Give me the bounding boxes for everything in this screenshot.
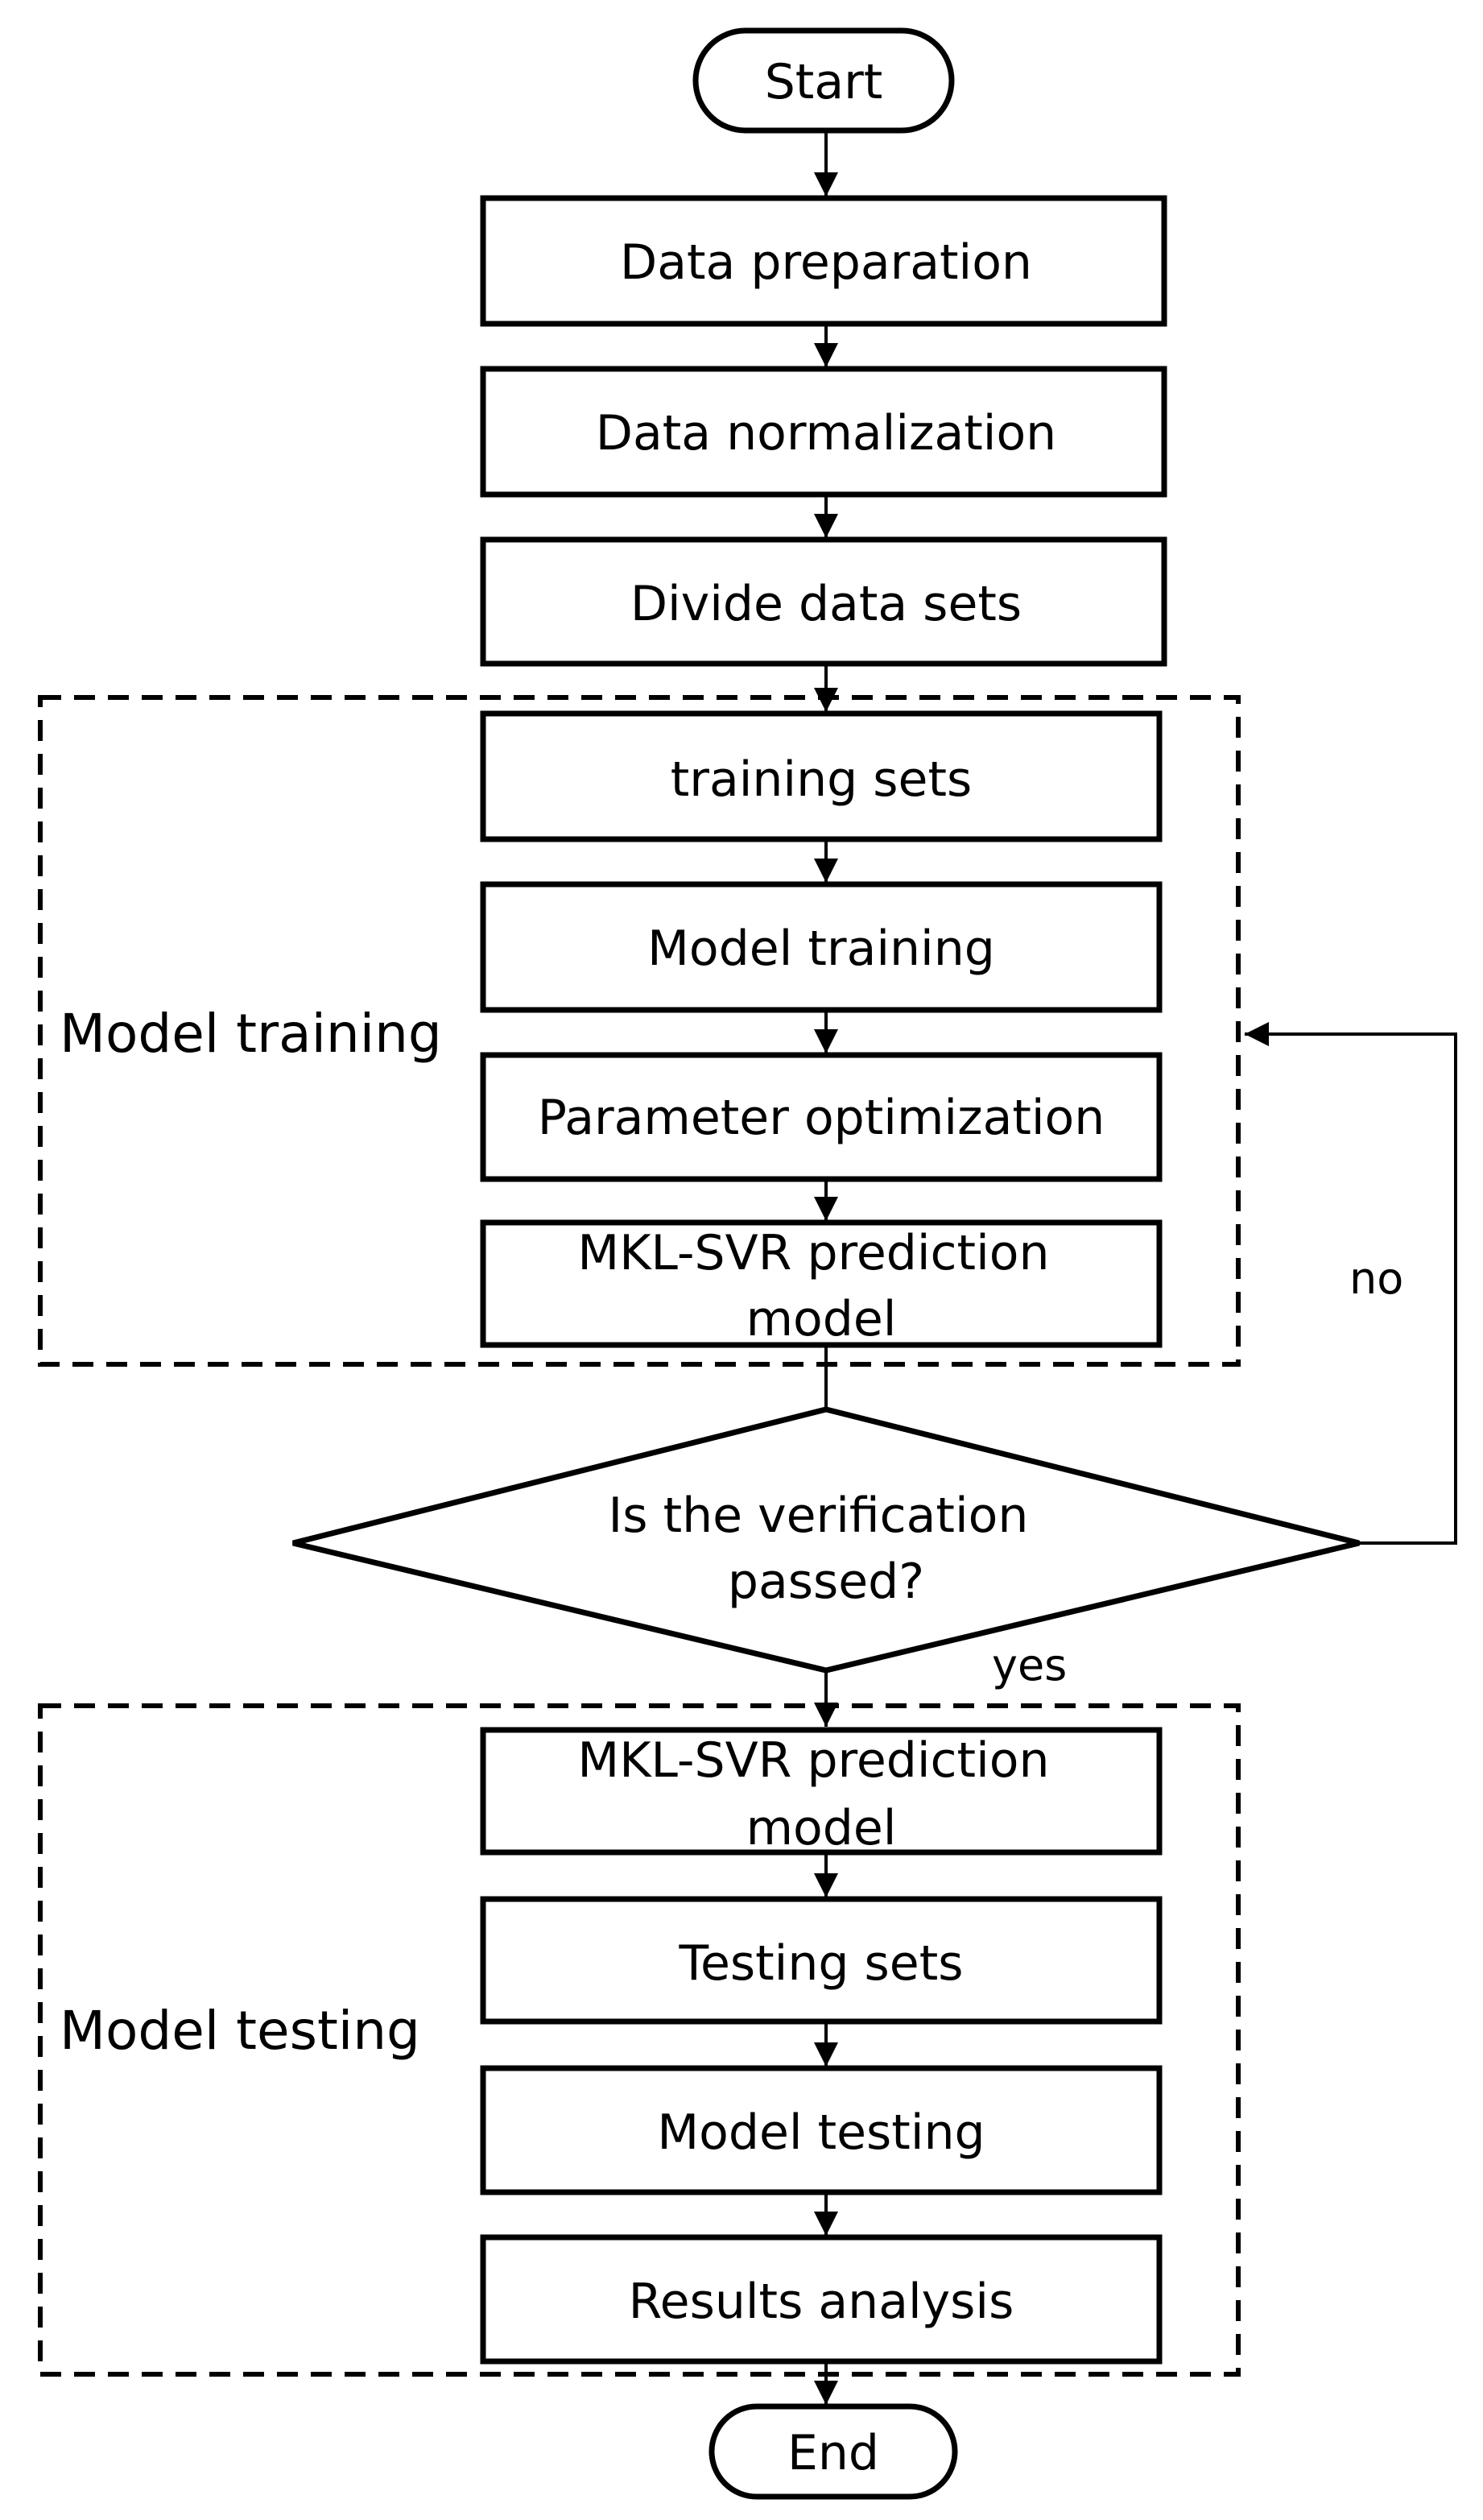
process-box-divide-data-sets: [480, 536, 1167, 667]
edge-decision-no-loop: [1245, 1022, 1457, 1545]
process-box-parameter-optimization: [480, 1052, 1163, 1182]
end-terminal: [708, 2403, 958, 2500]
edge-label-no: no: [1349, 1253, 1403, 1304]
decision-label: Is the verification passed?: [609, 1488, 1044, 1610]
group-label-model-testing: Model testing: [60, 2000, 420, 2062]
process-box-mkl-svr-model-testing: [480, 1727, 1163, 1856]
process-label-training-sets: training sets: [671, 751, 972, 808]
group-label-model-training: Model training: [60, 1003, 442, 1065]
process-label-data-normalization: Data normalization: [596, 405, 1056, 461]
process-label-model-training: Model training: [647, 921, 995, 977]
mkl-svr-testing-line-2: model: [746, 1800, 897, 1856]
process-label-divide-data-sets: Divide data sets: [630, 576, 1022, 632]
process-label-testing-sets: Testing sets: [679, 1935, 964, 1992]
decision-line-1: Is the verification: [609, 1488, 1029, 1544]
decision-line-2: passed?: [728, 1554, 924, 1610]
process-box-training-sets: [480, 710, 1163, 842]
process-label-model-testing: Model testing: [657, 2104, 985, 2161]
decision-diamond: [292, 1406, 1360, 1674]
process-label-results-analysis: Results analysis: [629, 2274, 1014, 2330]
start-terminal: [692, 27, 955, 134]
process-box-testing-sets: [480, 1896, 1163, 2025]
mkl-svr-training-line-2: model: [746, 1291, 897, 1347]
connectors: [814, 130, 1457, 2405]
process-box-results-analysis: [480, 2234, 1163, 2365]
end-label: End: [787, 2425, 879, 2481]
process-label-mkl-svr-model-testing: MKL-SVR prediction model: [577, 1732, 1064, 1856]
group-box-model-testing: [38, 1703, 1241, 2377]
start-label: Start: [765, 54, 883, 110]
process-box-model-testing: [480, 2065, 1163, 2195]
mkl-svr-testing-line-1: MKL-SVR prediction: [577, 1732, 1049, 1789]
edge-label-yes: yes: [992, 1640, 1067, 1690]
process-label-mkl-svr-model-training: MKL-SVR prediction model: [577, 1225, 1064, 1347]
group-box-model-training: [38, 695, 1241, 1367]
mkl-svr-training-line-1: MKL-SVR prediction: [577, 1225, 1049, 1281]
process-label-data-preparation: Data preparation: [620, 234, 1032, 291]
process-box-data-normalization: [480, 366, 1167, 498]
process-box-model-training: [480, 881, 1163, 1013]
process-label-parameter-optimization: Parameter optimization: [538, 1090, 1105, 1146]
process-box-mkl-svr-model-training: [480, 1219, 1163, 1348]
process-box-data-preparation: [480, 195, 1167, 327]
